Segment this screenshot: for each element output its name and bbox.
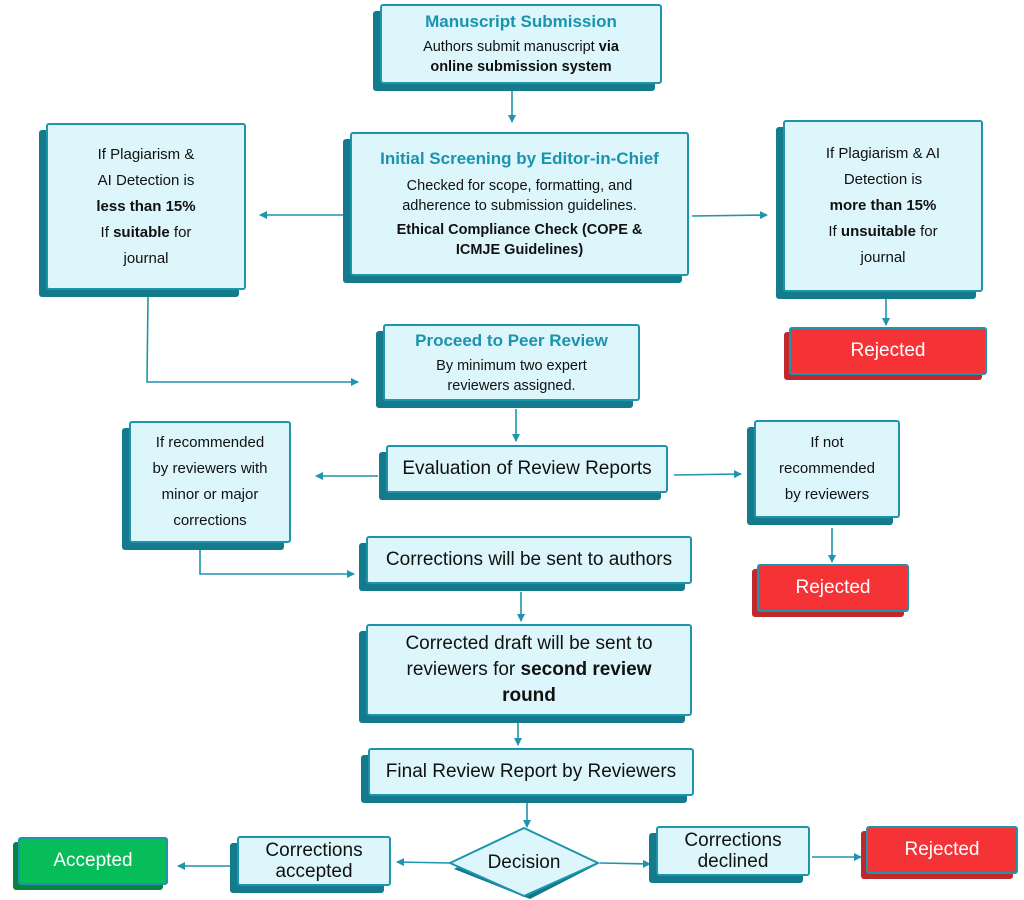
rejected-badge-screening: Rejected [789, 327, 987, 375]
plagiarism-pass-line5: journal [123, 249, 169, 267]
initial-screening-line1: Checked for scope, formatting, and [406, 178, 633, 194]
corrected-draft-line3: round [502, 685, 556, 706]
arrow-screening-to-right-check [691, 211, 768, 220]
initial-screening-title: Initial Screening by Editor-in-Chief [380, 149, 659, 168]
peer-review-line1: By minimum two expert [436, 357, 587, 374]
plagiarism-fail-line5: journal [860, 249, 906, 266]
plagiarism-fail-line4: If unsuitable for [828, 223, 938, 240]
accepted-label: Accepted [53, 850, 133, 871]
initial-screening-line2: adherence to submission guidelines. [402, 198, 637, 214]
arrow-left-check-to-peer-review [146, 295, 359, 386]
manuscript-submission-box: Manuscript Submission Authors submit man… [380, 4, 662, 84]
recommended-box: If recommended by reviewers with minor o… [129, 421, 291, 543]
final-report-label: Final Review Report by Reviewers [385, 761, 677, 782]
corrections-sent-box: Corrections will be sent to authors [366, 536, 692, 584]
decision-label: Decision [487, 852, 561, 873]
corrections-declined-line2: declined [697, 851, 769, 872]
rejected-label: Rejected [850, 340, 926, 361]
peer-review-title: Proceed to Peer Review [415, 330, 608, 350]
corrected-draft-line1: Corrected draft will be sent to [405, 633, 653, 654]
arrow-decision-to-corrections-declined [599, 859, 651, 868]
rejected-badge-final: Rejected [866, 826, 1018, 874]
plagiarism-fail-box: If Plagiarism & AI Detection is more tha… [783, 120, 983, 292]
arrow-decision-to-corrections-accepted [396, 858, 451, 867]
recommended-line3: minor or major [161, 486, 259, 503]
evaluation-label: Evaluation of Review Reports [402, 458, 652, 479]
plagiarism-pass-line1: If Plagiarism & [97, 145, 195, 163]
manuscript-submission-line2: online submission system [430, 59, 612, 75]
manuscript-submission-line1: Authors submit manuscript via [423, 39, 619, 55]
rejected-badge-review: Rejected [757, 564, 909, 612]
corrected-draft-box: Corrected draft will be sent to reviewer… [366, 624, 692, 716]
arrow-evaluation-to-not-recommended [673, 470, 742, 479]
not-recommended-box: If not recommended by reviewers [754, 420, 900, 518]
decision-diamond [448, 826, 600, 899]
peer-review-box: Proceed to Peer Review By minimum two ex… [383, 324, 640, 401]
rejected-label: Rejected [795, 577, 871, 598]
not-recommended-line1: If not [810, 434, 844, 451]
not-recommended-line3: by reviewers [784, 486, 870, 503]
initial-screening-line4: ICMJE Guidelines) [455, 242, 584, 258]
plagiarism-pass-line2: AI Detection is [97, 171, 195, 189]
not-recommended-line2: recommended [779, 460, 875, 477]
corrections-accepted-box: Corrections accepted [237, 836, 391, 886]
evaluation-box: Evaluation of Review Reports [386, 445, 668, 493]
arrow-recommended-to-corrections [199, 550, 355, 578]
plagiarism-pass-line3: less than 15% [96, 197, 196, 215]
corrections-accepted-line2: accepted [275, 861, 353, 882]
initial-screening-line3: Ethical Compliance Check (COPE & [396, 222, 643, 238]
plagiarism-pass-box: If Plagiarism & AI Detection is less tha… [46, 123, 246, 290]
corrections-declined-line1: Corrections [684, 830, 782, 851]
accepted-badge: Accepted [18, 837, 168, 885]
final-report-box: Final Review Report by Reviewers [368, 748, 694, 796]
peer-review-line2: reviewers assigned. [447, 377, 576, 394]
corrections-declined-box: Corrections declined [656, 826, 810, 876]
recommended-line4: corrections [173, 512, 247, 529]
corrections-sent-label: Corrections will be sent to authors [385, 549, 673, 570]
manuscript-submission-title: Manuscript Submission [425, 12, 617, 31]
plagiarism-fail-line3: more than 15% [829, 197, 937, 214]
corrected-draft-line2: reviewers for second review [406, 659, 652, 680]
plagiarism-fail-line2: Detection is [843, 171, 923, 188]
rejected-label: Rejected [904, 839, 980, 860]
recommended-line1: If recommended [155, 434, 265, 451]
plagiarism-pass-line4: If suitable for [100, 223, 192, 241]
initial-screening-box: Initial Screening by Editor-in-Chief Che… [350, 132, 689, 276]
recommended-line2: by reviewers with [152, 460, 268, 477]
plagiarism-fail-line1: If Plagiarism & AI [825, 145, 941, 162]
corrections-accepted-line1: Corrections [265, 840, 363, 861]
